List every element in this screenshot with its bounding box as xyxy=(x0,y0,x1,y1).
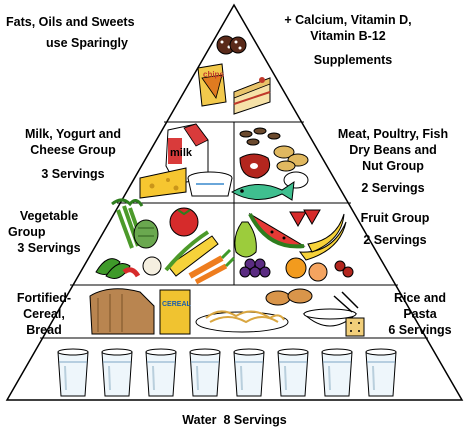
fruit-servings: 2 Servings xyxy=(363,233,427,247)
vegetable-line-1: Vegetable xyxy=(19,209,79,223)
yogurt-cup-icon xyxy=(187,171,233,197)
grapes-icon xyxy=(239,258,271,278)
bananas-icon xyxy=(298,213,347,261)
meat-steak-icon xyxy=(239,153,271,179)
cherries-icon xyxy=(334,260,354,278)
pear-icon xyxy=(234,221,257,258)
cereal-line-2: Cereal, xyxy=(23,307,65,321)
sweets-line-2: use Sparingly xyxy=(46,36,128,50)
water-glass-icon xyxy=(365,348,397,397)
supplements-line-3: Supplements xyxy=(313,53,393,67)
peppers-icon xyxy=(95,258,141,279)
dairy-line-1: Milk, Yogurt and xyxy=(24,127,122,141)
dairy-line-2: Cheese Group xyxy=(30,143,116,157)
rice-line-2: Pasta xyxy=(403,307,437,321)
tomato-icon xyxy=(169,207,199,237)
vegetable-label: Vegetable Group 3 Servings xyxy=(4,208,94,256)
crackers-icon xyxy=(345,317,365,337)
sweets-label: Fats, Oils and Sweets use Sparingly xyxy=(6,14,135,51)
beans-icon xyxy=(239,127,281,146)
cereal-group-label: Fortified- Cereal, Bread xyxy=(4,290,84,338)
cereal-line-3: Bread xyxy=(26,323,62,337)
cereal-line-1: Fortified- xyxy=(16,291,72,305)
rice-group-label: Rice and Pasta 6 Servings xyxy=(372,290,468,338)
orange-icon xyxy=(285,257,307,279)
sweets-line-1: Fats, Oils and Sweets xyxy=(6,15,135,29)
rice-bowl-icon xyxy=(302,291,359,327)
fruit-line-1: Fruit Group xyxy=(360,211,430,225)
fruit-label: Fruit Group 2 Servings xyxy=(350,210,440,248)
protein-servings: 2 Servings xyxy=(361,181,425,195)
celery-icon xyxy=(111,198,144,249)
carrots-icon xyxy=(188,248,236,285)
supplements-line-2: Vitamin B-12 xyxy=(310,29,386,43)
water-glass-icon xyxy=(233,348,265,397)
chicken-egg-icon xyxy=(283,171,309,189)
water-glass-icon xyxy=(189,348,221,397)
protein-line-3: Nut Group xyxy=(362,159,424,173)
water-label: Water 8 Servings xyxy=(182,413,287,427)
chips-label: chips xyxy=(203,70,224,79)
milk-carton-icon: milk xyxy=(165,123,209,185)
muffins-icon xyxy=(265,288,313,306)
water-glass-icon xyxy=(101,348,133,397)
dairy-label: Milk, Yogurt and Cheese Group 3 Servings xyxy=(6,126,140,182)
protein-line-2: Dry Beans and xyxy=(349,143,437,157)
supplements-label: + Calcium, Vitamin D, Vitamin B-12 Suppl… xyxy=(278,12,418,68)
protein-line-1: Meat, Poultry, Fish xyxy=(337,127,449,141)
protein-label: Meat, Poultry, Fish Dry Beans and Nut Gr… xyxy=(318,126,468,196)
dairy-servings: 3 Servings xyxy=(41,167,105,181)
pasta-plate-icon xyxy=(195,310,289,333)
water-glass-icon xyxy=(57,348,89,397)
artichoke-icon xyxy=(133,219,159,249)
water-glasses xyxy=(57,348,397,397)
nuts-icon xyxy=(273,145,309,172)
bread-loaf-icon xyxy=(89,288,155,335)
rice-line-1: Rice and xyxy=(393,291,447,305)
cookie-icon xyxy=(229,36,247,54)
cake-slice-icon xyxy=(233,77,271,115)
water-glass-icon xyxy=(145,348,177,397)
vegetable-line-2: Group xyxy=(8,225,46,239)
garlic-icon xyxy=(142,256,162,276)
supplements-line-1: + Calcium, Vitamin D, xyxy=(284,13,412,27)
strawberries-icon xyxy=(289,209,321,228)
vegetable-servings: 3 Servings xyxy=(17,241,81,255)
corn-icon xyxy=(164,230,219,277)
cheese-icon xyxy=(139,167,187,199)
peach-icon xyxy=(308,262,328,282)
cereal-label: CEREAL xyxy=(162,301,192,308)
fish-icon xyxy=(231,180,295,201)
chips-bag-icon: chips xyxy=(197,63,227,107)
watermelon-icon xyxy=(248,212,306,249)
cereal-box-icon: CEREAL xyxy=(159,289,192,335)
water-glass-icon xyxy=(321,348,353,397)
milk-label: milk xyxy=(170,147,193,159)
water-glass-icon xyxy=(277,348,309,397)
rice-servings: 6 Servings xyxy=(388,323,452,337)
